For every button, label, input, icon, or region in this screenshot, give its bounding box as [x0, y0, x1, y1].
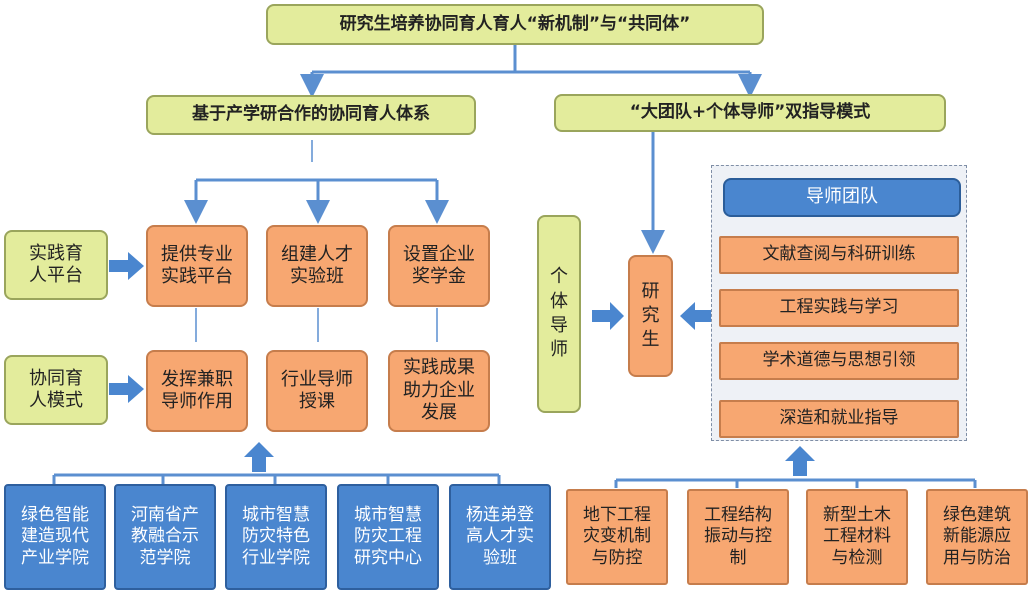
team-item-engineering-practice: 工程实践与学习	[719, 289, 959, 327]
research-vibration: 工程结构 振动与控 制	[687, 489, 789, 585]
team-item-ethics: 学术道德与思想引领	[719, 342, 959, 380]
measure-industry-mentor: 行业导师 授课	[266, 350, 368, 432]
team-item-career: 深造和就业指导	[719, 400, 959, 438]
measure-talent-class: 组建人才 实验班	[266, 225, 368, 307]
mentor-team-header: 导师团队	[723, 178, 961, 217]
institution-disaster-college: 城市智慧 防灾特色 行业学院	[225, 484, 327, 590]
platform-practice: 实践育 人平台	[4, 230, 108, 300]
main-title: 研究生培养协同育人育人“新机制”与“共同体”	[266, 4, 764, 45]
measure-part-time-mentor: 发挥兼职 导师作用	[146, 350, 248, 432]
platform-collaborative: 协同育 人模式	[4, 355, 108, 425]
research-green-building: 绿色建筑 新能源应 用与防治	[926, 489, 1028, 585]
measure-practice-results: 实践成果 助力企业 发展	[388, 350, 490, 432]
graduate-student: 研 究 生	[628, 255, 673, 377]
left-branch-title: 基于产学研合作的协同育人体系	[146, 95, 476, 135]
measure-scholarship: 设置企业 奖学金	[388, 225, 490, 307]
institution-talent-class: 杨连弟登 高人才实 验班	[449, 484, 551, 590]
research-materials: 新型土木 工程材料 与检测	[806, 489, 908, 585]
measure-practice-platform: 提供专业 实践平台	[146, 225, 248, 307]
right-branch-title: “大团队+个体导师”双指导模式	[554, 94, 946, 132]
institution-green-construction: 绿色智能 建造现代 产业学院	[4, 484, 106, 590]
research-underground: 地下工程 灾变机制 与防控	[566, 489, 668, 585]
team-item-literature: 文献查阅与科研训练	[719, 236, 959, 274]
institution-henan-college: 河南省产 教融合示 范学院	[114, 484, 216, 590]
institution-research-center: 城市智慧 防灾工程 研究中心	[337, 484, 439, 590]
individual-mentor: 个 体 导 师	[537, 215, 581, 413]
